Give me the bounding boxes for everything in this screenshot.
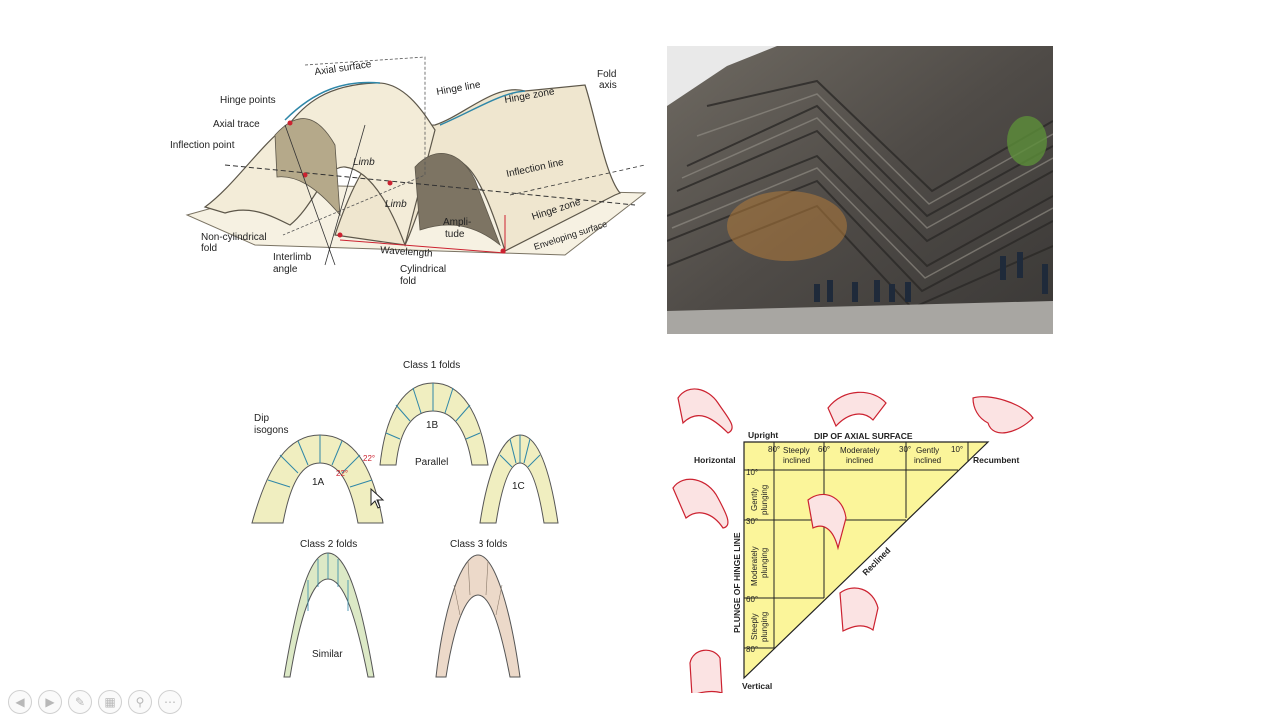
plunge-80: 80° — [746, 645, 758, 654]
pen-icon: ✎ — [75, 695, 85, 709]
folded-rock-outcrop-photo — [667, 46, 1053, 334]
label-dip-axial-surface: DIP OF AXIAL SURFACE — [814, 431, 913, 441]
chevron-right-icon: ▶ — [45, 695, 54, 709]
label-similar: Similar — [312, 649, 343, 660]
label-non-cylindrical-1: Non-cylindrical — [201, 232, 267, 243]
angle-top-label: 22° — [363, 454, 375, 463]
label-limb-upper: Limb — [353, 157, 375, 168]
mod-inclined-1: Moderately — [840, 446, 880, 455]
label-plunge-hinge-line: PLUNGE OF HINGE LINE — [732, 532, 742, 633]
label-fold-axis-1: Fold — [597, 69, 616, 80]
steep-plunging-1: Steeply — [750, 613, 759, 640]
zoom-button[interactable]: ⚲ — [128, 690, 152, 714]
fold-sketch-upright — [678, 389, 732, 433]
label-recumbent: Recumbent — [973, 455, 1019, 465]
label-amplitude-2: tude — [445, 229, 465, 240]
fold-sketch-recumbent — [973, 397, 1033, 433]
fold-sketch-reclined — [840, 588, 878, 631]
more-options-button[interactable]: ⋯ — [158, 690, 182, 714]
label-wavelength: Wavelength — [380, 245, 433, 260]
label-interlimb-1: Interlimb — [273, 252, 312, 263]
dip-30: 30° — [899, 445, 911, 454]
dip-60: 60° — [818, 445, 830, 454]
label-axial-surface: Axial surface — [314, 59, 373, 78]
steep-plunging-2: plunging — [760, 612, 769, 642]
gently-plunging-2: plunging — [760, 485, 769, 515]
label-vertical: Vertical — [742, 681, 772, 691]
label-limb-lower: Limb — [385, 199, 407, 210]
pen-tool-button[interactable]: ✎ — [68, 690, 92, 714]
fold-sketch-vertical — [690, 650, 722, 693]
label-fold-axis-2: axis — [599, 80, 617, 91]
previous-slide-button[interactable]: ◀ — [8, 690, 32, 714]
label-amplitude-1: Ampli- — [443, 217, 471, 228]
steeply-inclined-1: Steeply — [783, 446, 810, 455]
fold-orientation-chart: Upright DIP OF AXIAL SURFACE Horizontal … — [668, 378, 1058, 693]
label-parallel: Parallel — [415, 457, 448, 468]
plunge-30: 30° — [746, 517, 758, 526]
dip-10: 10° — [951, 445, 963, 454]
label-upright: Upright — [748, 430, 778, 440]
class1-title: Class 1 folds — [403, 360, 460, 371]
mod-inclined-2: inclined — [846, 456, 873, 465]
grid-icon: ▦ — [104, 695, 115, 709]
magnifier-icon: ⚲ — [136, 695, 145, 709]
label-interlimb-2: angle — [273, 264, 298, 275]
fold-anatomy-diagram: Axial surface Hinge line Hinge zone Fold… — [165, 55, 655, 300]
next-slide-button[interactable]: ▶ — [38, 690, 62, 714]
fold-class3-shape — [436, 555, 520, 677]
mod-plunging-1: Moderately — [750, 546, 759, 586]
dip-isogons-label-2: isogons — [254, 425, 288, 436]
label-non-cylindrical-2: fold — [201, 243, 217, 254]
label-axial-trace: Axial trace — [213, 119, 260, 130]
chevron-left-icon: ◀ — [15, 695, 24, 709]
fold-classes-diagram: Class 1 folds Dip isogons Class 2 folds … — [248, 355, 563, 685]
label-1a: 1A — [312, 477, 325, 488]
mouse-cursor-icon — [370, 488, 386, 510]
gently-inclined-1: Gently — [916, 446, 939, 455]
plunge-60: 60° — [746, 595, 758, 604]
gently-plunging-1: Gently — [750, 488, 759, 511]
class3-title: Class 3 folds — [450, 539, 507, 550]
dip-80: 80° — [768, 445, 780, 454]
orientation-triangle — [744, 442, 988, 678]
label-cylindrical-2: fold — [400, 276, 416, 287]
label-cylindrical-1: Cylindrical — [400, 264, 446, 275]
fold-1c-shape — [480, 435, 558, 523]
class2-title: Class 2 folds — [300, 539, 357, 550]
gently-inclined-2: inclined — [914, 456, 941, 465]
label-hinge-points: Hinge points — [220, 95, 276, 106]
slides-grid-button[interactable]: ▦ — [98, 690, 122, 714]
steeply-inclined-2: inclined — [783, 456, 810, 465]
plunge-10: 10° — [746, 468, 758, 477]
dip-isogons-label-1: Dip — [254, 413, 269, 424]
fold-sketch-top-middle — [828, 392, 886, 426]
label-1b: 1B — [426, 420, 439, 431]
ellipsis-icon: ⋯ — [164, 695, 176, 709]
label-horizontal: Horizontal — [694, 455, 736, 465]
slideshow-toolbar: ◀ ▶ ✎ ▦ ⚲ ⋯ — [8, 690, 182, 714]
label-1c: 1C — [512, 481, 525, 492]
label-hinge-line: Hinge line — [436, 79, 482, 98]
angle-bottom-label: 22° — [336, 469, 348, 478]
label-inflection-point: Inflection point — [170, 140, 235, 151]
mod-plunging-2: plunging — [760, 548, 769, 578]
fold-sketch-horizontal — [673, 479, 728, 528]
